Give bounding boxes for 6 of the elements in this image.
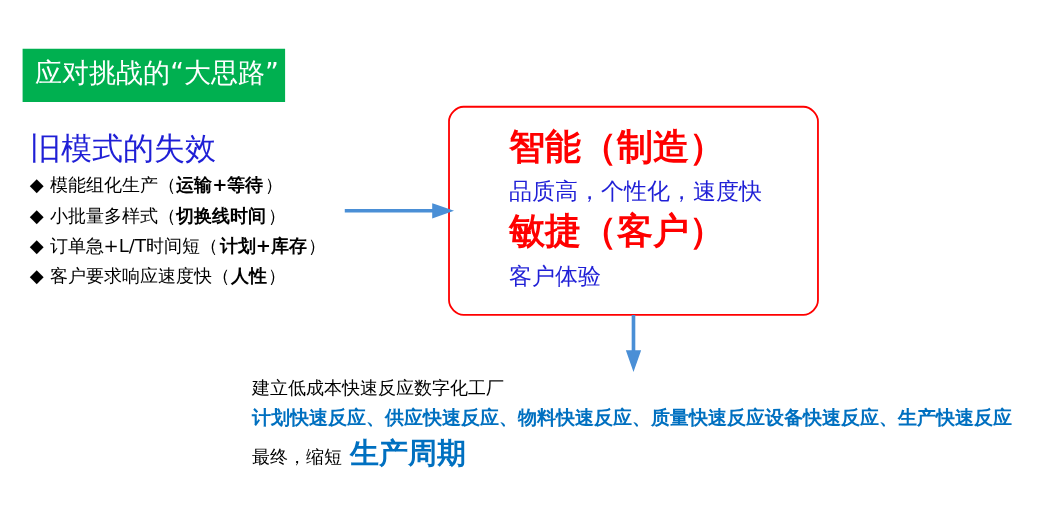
arrow [344,202,455,218]
arrow [625,314,642,372]
node-text: 旧模式的失效 ◆ 模能组化生产（运输+等待） ◆ 小批量多样式（切换线时间） ◆ 订单急+L/T时间短（计划+库存） ◆ 客户要求响应速度快（人性） [29,129,327,286]
node-text: 建立低成本快速反应数字化工厂 计划快速反应、供应快速反应、物料快速反应、质量快速反应设备快速反应、生产快速反应 最终，缩短 生产周期 [252,376,1013,470]
diagram-title: 应对挑战的“大思路” [35,56,279,88]
node-box: 智能（制造） 品质高，个性化，速度快 敏捷（客户） 客户体验 [448,105,819,316]
